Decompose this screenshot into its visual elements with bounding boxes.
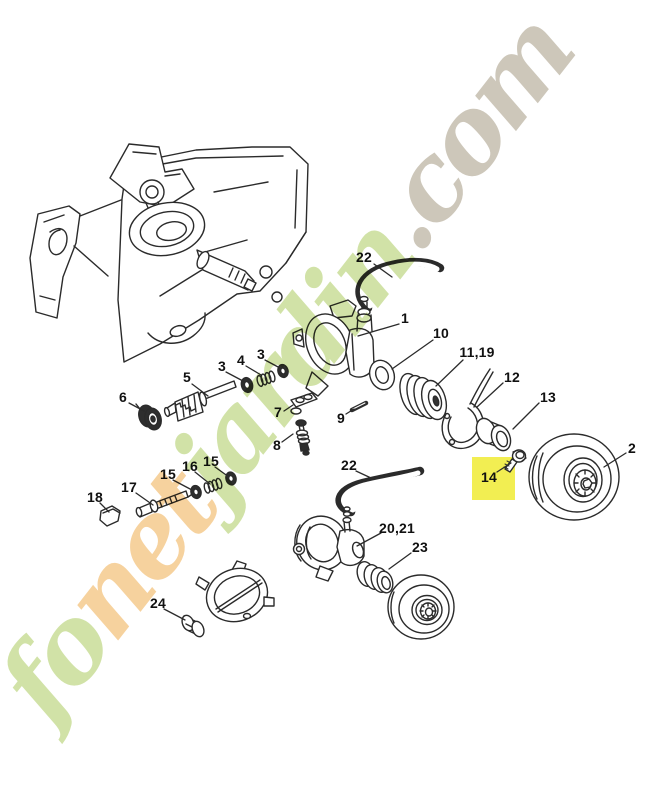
part-label-3-right: 3: [257, 346, 265, 362]
part-label-16: 16: [182, 458, 198, 474]
part-label-15-left: 15: [160, 466, 176, 482]
oil-hose-22-bottom: [335, 466, 425, 517]
part-label-8: 8: [273, 437, 281, 453]
sprocket-drum-bottom: [387, 574, 455, 640]
part-label-9: 9: [337, 410, 345, 426]
part-label-11-19: 11,19: [459, 344, 495, 360]
washer-15-right: [225, 471, 237, 486]
clutch-drum-11-19: [399, 372, 448, 421]
washer-3-right: [277, 363, 289, 379]
part-label-7: 7: [274, 404, 282, 420]
shaft-17: [135, 490, 195, 518]
oil-pump-assembly-1: [292, 295, 375, 397]
oil-pump-20-21: [292, 506, 365, 582]
part-label-14: 14: [481, 469, 497, 485]
oil-hose-22-top: [355, 257, 445, 313]
part-label-4: 4: [237, 352, 245, 368]
leader-lines: [99, 263, 627, 621]
circlip-12: [441, 368, 494, 450]
cap-18: [99, 505, 121, 527]
washer-3-left: [240, 376, 254, 394]
valve-8: [295, 419, 311, 456]
part-label-20-21: 20,21: [378, 520, 416, 536]
gasket-plates-7: [290, 392, 318, 415]
part-label-18: 18: [87, 489, 103, 505]
clutch-sprocket-2: [528, 433, 620, 521]
part-label-2: 2: [628, 440, 636, 456]
bushing-13: [475, 417, 512, 452]
part-label-5: 5: [183, 369, 191, 385]
part-label-13: 13: [540, 389, 556, 405]
part-label-6: 6: [119, 389, 127, 405]
part-label-22-bottom: 22: [341, 457, 357, 473]
washer-10: [368, 359, 396, 391]
bushing-24: [181, 614, 205, 638]
worm-shaft-5: [163, 380, 237, 422]
part-label-10: 10: [433, 325, 449, 341]
part-label-3-left: 3: [218, 358, 226, 374]
spring-4: [256, 370, 276, 388]
cover-plate: [195, 560, 275, 623]
part-label-17: 17: [121, 479, 137, 495]
crankcase-drawing: [29, 143, 309, 363]
part-label-23: 23: [412, 539, 428, 555]
bushing-23: [356, 561, 394, 594]
part-label-15-right: 15: [203, 453, 219, 469]
part-label-24: 24: [150, 595, 166, 611]
spring-16: [203, 477, 223, 494]
part-label-12: 12: [504, 369, 520, 385]
washer-15-left: [190, 484, 202, 500]
part-label-22-top: 22: [356, 249, 372, 265]
bearing-6: [135, 403, 162, 431]
part-label-1: 1: [401, 310, 409, 326]
